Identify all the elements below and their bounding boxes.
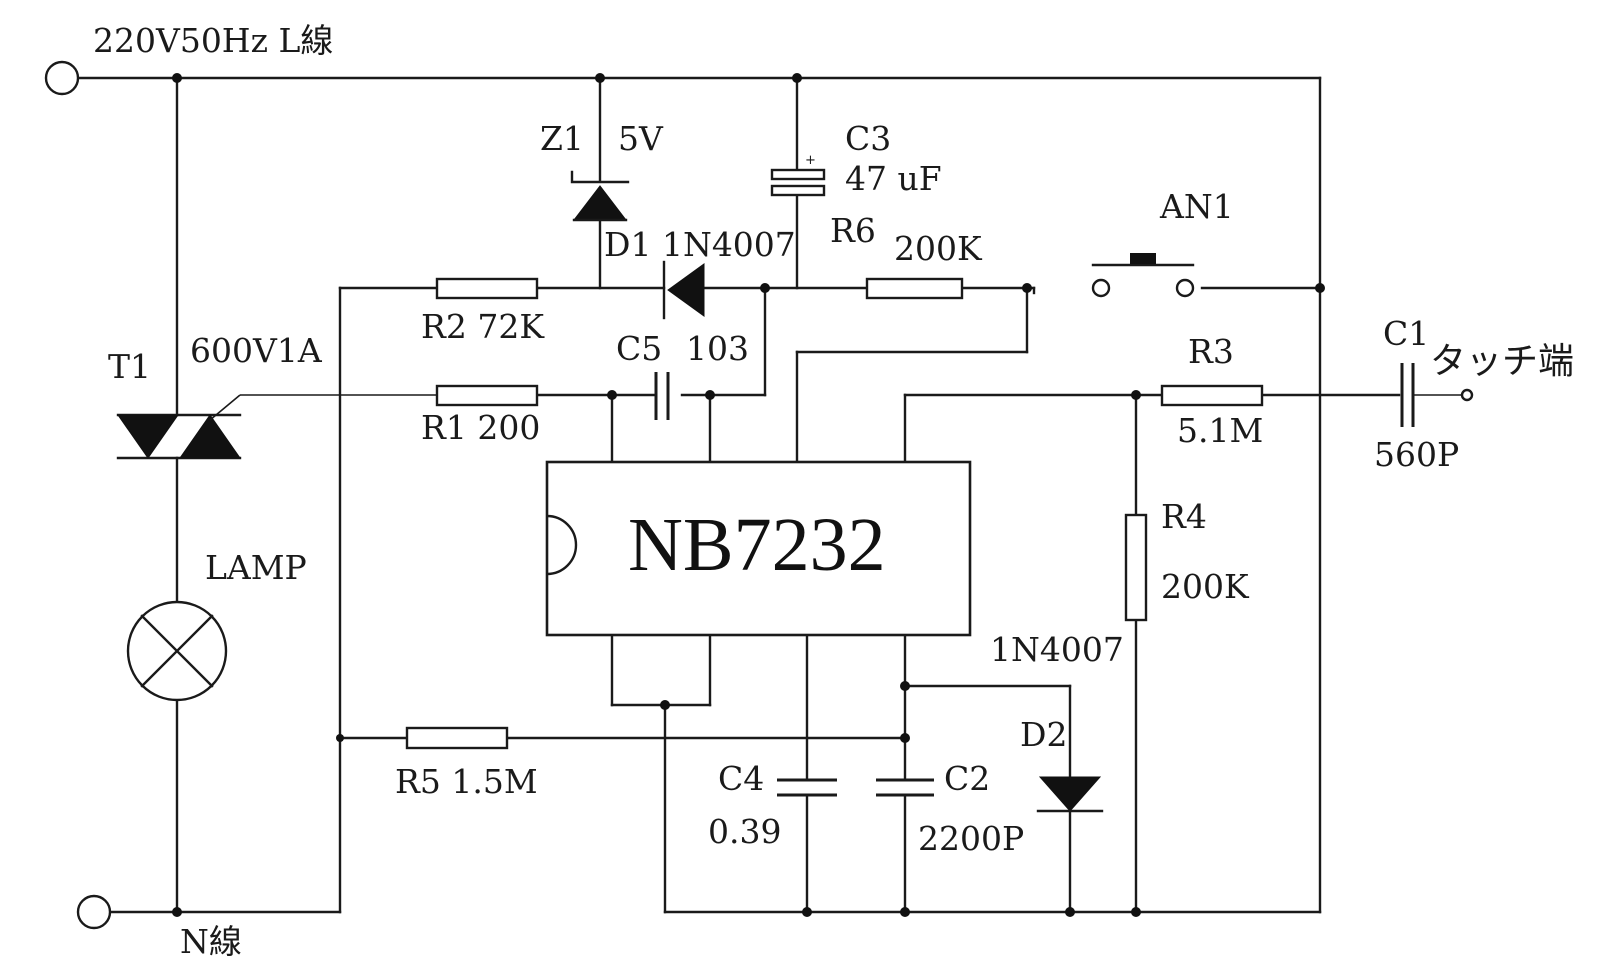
- label-r2: R2 72K: [421, 307, 545, 346]
- label-c2-value: 2200P: [918, 819, 1024, 858]
- l-line-terminal: [44, 60, 80, 96]
- wires: [76, 76, 1462, 914]
- label-c5-value: 103: [686, 329, 749, 368]
- label-r4: R4: [1161, 497, 1207, 536]
- label-c1-value: 560P: [1374, 435, 1459, 474]
- label-z1-value: 5V: [618, 119, 664, 158]
- label-c3: C3: [845, 119, 891, 158]
- n-line-terminal: [76, 894, 112, 930]
- label-r6-value: 200K: [894, 229, 983, 268]
- capacitor-c2: [876, 778, 934, 797]
- resistor-r4: [1124, 513, 1148, 622]
- resistor-r1: [435, 384, 539, 407]
- label-d2-part: 1N4007: [990, 630, 1124, 669]
- lamp-icon: [126, 600, 228, 702]
- junction-dots: [172, 73, 1325, 917]
- ic-notch: [546, 514, 578, 576]
- label-c4: C4: [718, 759, 764, 798]
- resistor-r2: [435, 277, 539, 300]
- capacitor-c5: [654, 372, 670, 420]
- label-ic: NB7232: [628, 503, 886, 587]
- label-z1: Z1: [540, 119, 584, 158]
- label-r6: R6: [830, 211, 876, 250]
- resistor-r6: [865, 277, 964, 300]
- label-c5: C5: [616, 329, 662, 368]
- label-d2: D2: [1020, 715, 1067, 754]
- labels: 220V50Hz L線 N線 T1 600V1A LAMP Z1 5V C3 4…: [93, 21, 1574, 961]
- label-d1: D1 1N4007: [604, 225, 796, 264]
- triac-t1: [116, 394, 242, 460]
- label-r3-value: 5.1M: [1177, 411, 1263, 450]
- resistor-r3: [1160, 384, 1264, 407]
- c3-polarity-mark: +: [805, 153, 816, 168]
- label-touch: タッチ端: [1430, 341, 1574, 382]
- capacitor-c4: [777, 778, 837, 797]
- resistor-r5: [405, 726, 509, 750]
- label-t1: T1: [108, 347, 151, 386]
- ic-nb7232: [545, 460, 972, 637]
- label-n-line: N線: [180, 922, 242, 961]
- diode-d1: [662, 260, 705, 320]
- label-c4-value: 0.39: [708, 812, 781, 851]
- label-r5: R5 1.5M: [395, 762, 538, 801]
- label-t1-value: 600V1A: [190, 331, 323, 370]
- capacitor-c1: [1400, 363, 1415, 427]
- label-an1: AN1: [1159, 187, 1234, 226]
- label-r4-value: 200K: [1161, 567, 1250, 606]
- label-l-line: 220V50Hz L線: [93, 21, 333, 60]
- label-c3-value: 47 uF: [845, 159, 942, 198]
- label-r1: R1 200: [421, 408, 540, 447]
- zener-diode-z1: [570, 170, 630, 222]
- capacitor-c3: +: [770, 153, 826, 197]
- label-c2: C2: [944, 759, 990, 798]
- touch-terminal: [1460, 388, 1474, 402]
- push-button-an1: [1091, 253, 1195, 298]
- label-c1: C1: [1383, 314, 1429, 353]
- label-r3: R3: [1188, 332, 1234, 371]
- diode-d2: [1036, 776, 1104, 813]
- label-lamp: LAMP: [205, 548, 307, 587]
